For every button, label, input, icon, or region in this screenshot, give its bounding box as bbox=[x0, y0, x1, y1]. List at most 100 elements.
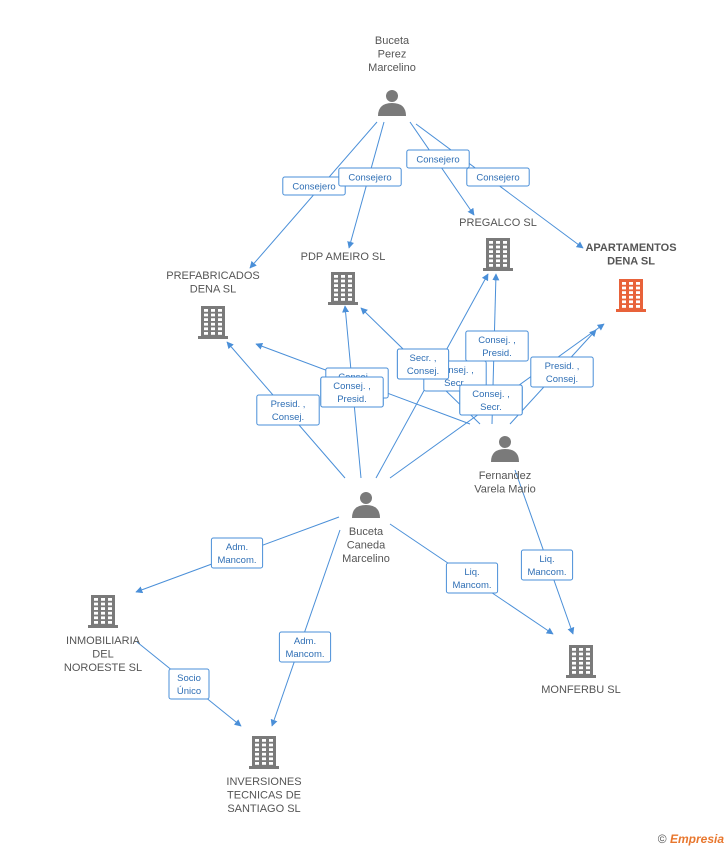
building-window bbox=[622, 300, 626, 304]
building-window bbox=[496, 254, 500, 258]
building-window bbox=[211, 318, 215, 321]
node-pregalco[interactable]: PREGALCO SL bbox=[459, 217, 537, 271]
building-icon bbox=[483, 238, 513, 271]
edge-label-text: Presid. , bbox=[545, 361, 580, 372]
building-window bbox=[572, 648, 576, 651]
node-prefabricados[interactable]: PREFABRICADOS DENA SL bbox=[166, 270, 260, 339]
edge-label-fernandez-varela-to-pregalco-top[interactable]: Consej. ,Secr. bbox=[459, 384, 523, 416]
building-window bbox=[334, 279, 338, 283]
building-window bbox=[204, 332, 208, 335]
edge-label-buceta-caneda-to-monferbu[interactable]: Liq.Mancom. bbox=[445, 562, 499, 594]
edge-label-text: Único bbox=[177, 686, 201, 697]
building-window bbox=[269, 762, 273, 765]
edge-labels-layer: ConsejeroConsejeroConsejeroConsejeroPres… bbox=[168, 149, 594, 700]
edge-label-text: Socio bbox=[177, 673, 201, 684]
building-window bbox=[218, 309, 222, 312]
edge-label-buceta-perez-to-prefabricados[interactable]: Consejero bbox=[282, 176, 346, 196]
edge-label-buceta-perez-to-pregalco[interactable]: Consejero bbox=[406, 149, 470, 169]
edge-label-buceta-caneda-to-pregalco[interactable]: Consej. ,Presid. bbox=[465, 330, 529, 362]
building-window bbox=[586, 652, 590, 656]
edge-label-text: Consej. , bbox=[333, 381, 371, 392]
building-icon bbox=[249, 736, 279, 769]
building-window bbox=[211, 313, 215, 317]
building-window bbox=[629, 282, 633, 285]
node-monferbu[interactable]: MONFERBU SL bbox=[541, 645, 621, 696]
building-window bbox=[579, 666, 583, 670]
building-window bbox=[489, 245, 493, 249]
building-window bbox=[204, 327, 208, 331]
building-window bbox=[94, 598, 98, 601]
building-icon bbox=[616, 279, 646, 312]
building-base bbox=[616, 309, 646, 312]
building-window bbox=[204, 313, 208, 317]
edge-label-buceta-perez-to-apartamentos[interactable]: Consejero bbox=[466, 167, 530, 187]
node-label: Buceta bbox=[349, 526, 384, 538]
building-window bbox=[101, 602, 105, 606]
node-label: PDP AMEIRO SL bbox=[301, 251, 386, 263]
person-icon bbox=[352, 492, 380, 518]
building-window bbox=[496, 245, 500, 249]
person-head bbox=[386, 90, 398, 102]
building-base bbox=[249, 766, 279, 769]
edge-label-box bbox=[256, 394, 320, 426]
building-window bbox=[262, 739, 266, 742]
edge-label-buceta-caneda-to-inversiones[interactable]: Adm.Mancom. bbox=[278, 631, 332, 663]
building-window bbox=[218, 332, 222, 335]
building-window bbox=[262, 762, 266, 765]
edge-label-text: Presid. bbox=[337, 394, 367, 405]
building-window bbox=[579, 648, 583, 651]
building-window bbox=[348, 284, 352, 287]
copyright-symbol: © bbox=[657, 832, 667, 846]
building-window bbox=[348, 279, 352, 283]
edge-label-buceta-caneda-to-pdp-ameiro-top[interactable]: Consej. , Presid. bbox=[320, 376, 384, 408]
node-label: DENA SL bbox=[607, 256, 655, 268]
building-window bbox=[204, 322, 208, 326]
edge-label-fernandez-varela-to-monferbu[interactable]: Liq.Mancom. bbox=[520, 549, 574, 581]
building-window bbox=[108, 621, 112, 624]
building-window bbox=[586, 657, 590, 660]
node-label: DENA SL bbox=[190, 284, 236, 296]
building-window bbox=[255, 748, 259, 751]
building-window bbox=[255, 739, 259, 742]
building-window bbox=[503, 264, 507, 267]
building-window bbox=[489, 241, 493, 244]
building-window bbox=[503, 254, 507, 258]
building-window bbox=[262, 743, 266, 747]
building-window bbox=[629, 295, 633, 299]
building-window bbox=[108, 611, 112, 615]
edge-label-buceta-caneda-to-apartamentos[interactable]: Presid. ,Consej. bbox=[530, 356, 594, 388]
building-window bbox=[101, 607, 105, 610]
edge-label-box bbox=[406, 149, 470, 169]
building-window bbox=[579, 661, 583, 665]
edge-label-text: Secr. bbox=[480, 402, 502, 413]
edge-label-buceta-perez-to-pdp-ameiro[interactable]: Consejero bbox=[338, 167, 402, 187]
building-window bbox=[629, 305, 633, 308]
building-window bbox=[101, 598, 105, 601]
building-window bbox=[269, 752, 273, 756]
building-window bbox=[629, 286, 633, 290]
building-window bbox=[348, 275, 352, 278]
building-window bbox=[489, 254, 493, 258]
edge-label-fernandez-varela-to-pdp-ameiro-top[interactable]: Secr. ,Consej. bbox=[396, 348, 450, 380]
building-window bbox=[348, 293, 352, 297]
building-window bbox=[204, 318, 208, 321]
edge-label-text: Adm. bbox=[294, 636, 316, 647]
building-window bbox=[586, 648, 590, 651]
building-base bbox=[198, 336, 228, 339]
person-head bbox=[360, 492, 372, 504]
building-icon bbox=[328, 272, 358, 305]
edge-label-buceta-caneda-to-inmobiliaria[interactable]: Adm.Mancom. bbox=[210, 537, 264, 569]
edge-label-buceta-caneda-to-prefabricados[interactable]: Presid. ,Consej. bbox=[256, 394, 320, 426]
node-pdp-ameiro[interactable]: PDP AMEIRO SL bbox=[301, 251, 386, 305]
node-label: PREFABRICADOS bbox=[166, 270, 260, 282]
watermark: © Empresia bbox=[658, 832, 724, 846]
building-window bbox=[334, 284, 338, 287]
edge-label-box bbox=[338, 167, 402, 187]
